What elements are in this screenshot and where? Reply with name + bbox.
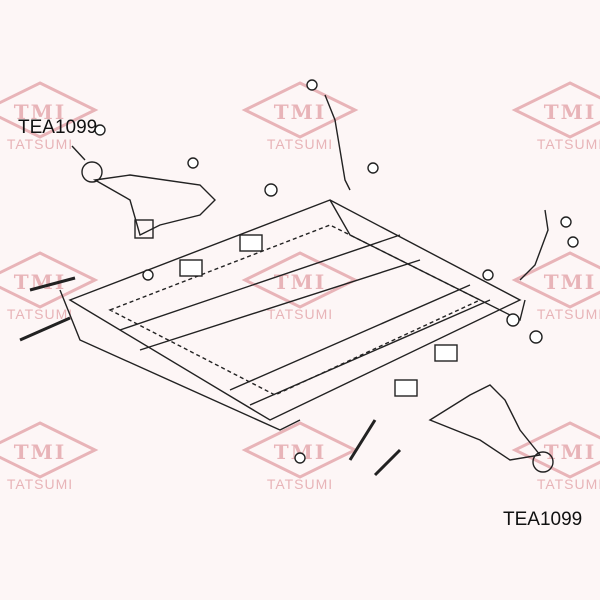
diamond-logo-icon <box>511 81 600 139</box>
diamond-logo-icon <box>241 421 359 479</box>
ball-joint-left <box>81 161 103 183</box>
watermark-logo: TMI <box>273 100 327 124</box>
leader-line-top <box>71 145 86 161</box>
nuts <box>94 79 579 464</box>
watermark-logo: TMI <box>13 440 67 464</box>
diamond-logo-icon <box>241 251 359 309</box>
tmi-watermark: TMI TATSUMI <box>240 80 360 160</box>
subframe-inner <box>108 224 482 396</box>
watermark-brand: TATSUMI <box>536 306 600 322</box>
watermark-logo: TMI <box>13 100 67 124</box>
watermark-brand: TATSUMI <box>6 476 74 492</box>
tmi-watermark: TMI TATSUMI <box>510 80 600 160</box>
watermark-logo: TMI <box>543 100 597 124</box>
cross-member <box>119 234 421 351</box>
bushing-left <box>134 219 154 239</box>
part-label-bottom-right: TEA1099 <box>503 509 583 530</box>
watermark-brand: TATSUMI <box>536 476 600 492</box>
tmi-watermark: TMI TATSUMI <box>0 420 100 500</box>
cross-member-rear <box>229 284 491 406</box>
subframe-front-beam <box>68 199 522 421</box>
diamond-logo-icon <box>0 251 99 309</box>
ball-joint-right <box>532 451 554 473</box>
bolt-1 <box>29 276 76 292</box>
diamond-logo-icon <box>511 421 600 479</box>
part-label-top-left: TEA1099 <box>18 117 98 138</box>
watermark-brand: TATSUMI <box>266 306 334 322</box>
stabilizer-link-left <box>324 94 351 191</box>
bolt-2 <box>19 316 71 342</box>
bolt-4 <box>373 448 402 477</box>
tmi-watermark: TMI TATSUMI <box>0 80 100 160</box>
watermark-brand: TATSUMI <box>266 136 334 152</box>
diamond-logo-icon <box>241 81 359 139</box>
watermark-brand: TATSUMI <box>6 136 74 152</box>
diamond-logo-icon <box>511 251 600 309</box>
lower-control-arm-right <box>428 384 542 461</box>
subframe-side-right <box>329 199 526 322</box>
watermark-brand: TATSUMI <box>6 306 74 322</box>
tmi-watermark: TMI TATSUMI <box>510 250 600 330</box>
watermark-brand: TATSUMI <box>266 476 334 492</box>
lower-control-arm-left <box>92 174 216 237</box>
watermark-brand: TATSUMI <box>536 136 600 152</box>
bolt-3 <box>348 419 377 461</box>
watermark-logo: TMI <box>273 270 327 294</box>
watermark-logo: TMI <box>543 270 597 294</box>
tmi-watermark: TMI TATSUMI <box>240 250 360 330</box>
diamond-logo-icon <box>0 421 99 479</box>
stabilizer-link-right <box>519 209 549 281</box>
subframe-side-left <box>59 289 301 431</box>
diamond-logo-icon <box>0 81 99 139</box>
